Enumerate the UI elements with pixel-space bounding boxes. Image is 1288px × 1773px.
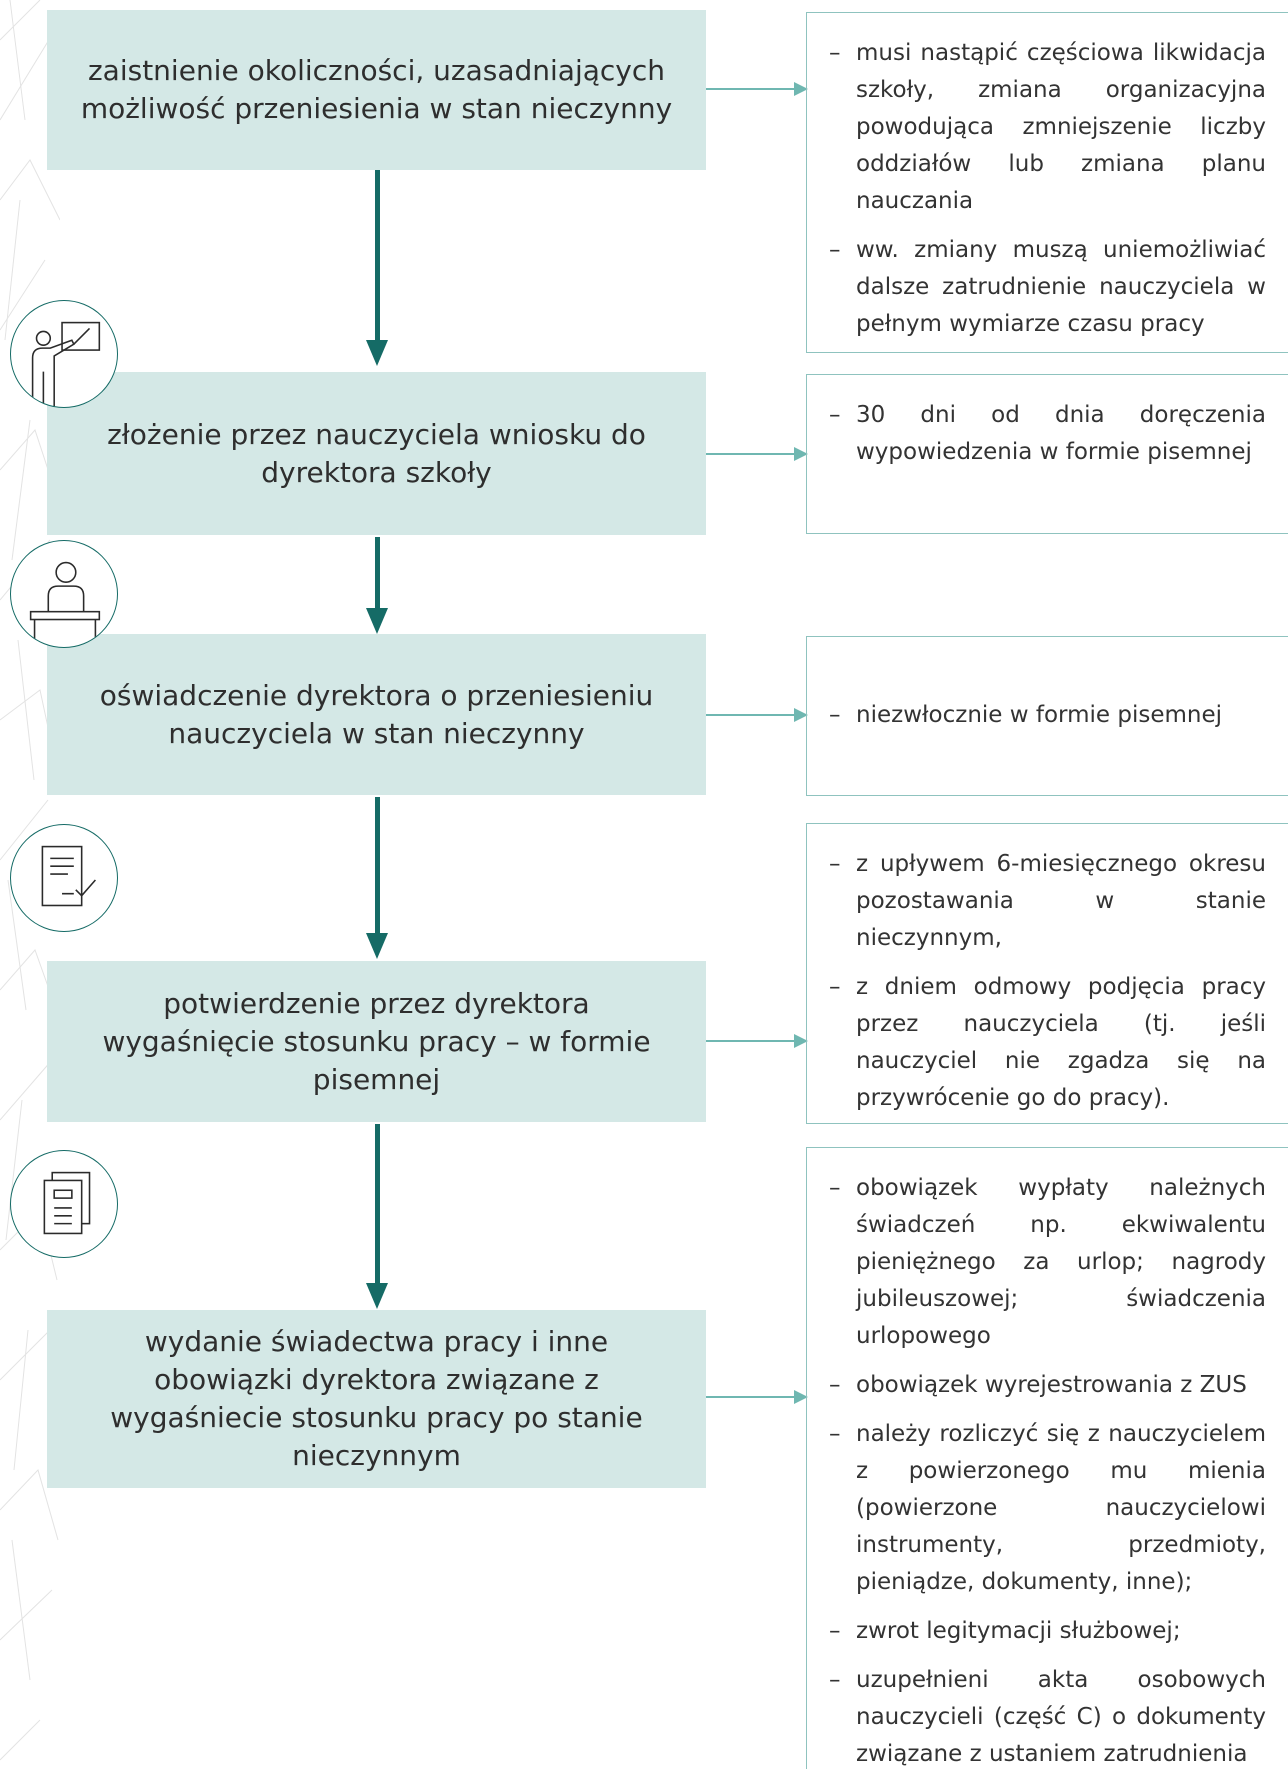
step-2-text: złożenie przez nauczyciela wniosku do dy… bbox=[107, 417, 646, 489]
note-2-item-1: 30 dni od dnia doręczenia wypowiedzenia … bbox=[829, 397, 1266, 471]
note-4-item-1: z upływem 6-miesięcznego okresu pozostaw… bbox=[829, 846, 1266, 957]
step-4-text: potwierdzenie przez dyrektora wygaśnięci… bbox=[102, 986, 651, 1096]
connector-4-head bbox=[794, 1034, 808, 1048]
note-5-item-1: obowiązek wypłaty należnych świadczeń np… bbox=[829, 1170, 1266, 1355]
connector-3 bbox=[706, 714, 796, 716]
note-5-item-3: należy rozliczyć się z nauczycielem z po… bbox=[829, 1416, 1266, 1601]
connector-1 bbox=[706, 88, 796, 90]
connector-4 bbox=[706, 1040, 796, 1042]
step-box-1: zaistnienie okoliczności, uzasadniającyc… bbox=[47, 10, 706, 170]
note-box-5: obowiązek wypłaty należnych świadczeń np… bbox=[806, 1147, 1288, 1769]
flow-arrow-2-head bbox=[366, 608, 388, 634]
note-1-item-1: musi nastąpić częściowa likwidacja szkoł… bbox=[829, 35, 1266, 220]
note-5-item-4: zwrot legitymacji służbowej; bbox=[829, 1613, 1266, 1650]
note-5-item-5: uzupełnieni akta osobowych nauczycieli (… bbox=[829, 1662, 1266, 1773]
note-5-item-2: obowiązek wyrejestrowania z ZUS bbox=[829, 1367, 1266, 1404]
connector-2 bbox=[706, 453, 796, 455]
step-5-text: wydanie świadectwa pracy i inne obowiązk… bbox=[110, 1325, 643, 1472]
note-2-list: 30 dni od dnia doręczenia wypowiedzenia … bbox=[829, 397, 1266, 471]
documents-folder-icon bbox=[10, 1150, 118, 1258]
flow-arrow-1 bbox=[375, 170, 380, 342]
connector-5-head bbox=[794, 1390, 808, 1404]
note-box-4: z upływem 6-miesięcznego okresu pozostaw… bbox=[806, 823, 1288, 1124]
flow-arrow-4-head bbox=[366, 1283, 388, 1309]
note-5-list: obowiązek wypłaty należnych świadczeń np… bbox=[829, 1170, 1266, 1773]
flow-arrow-1-head bbox=[366, 340, 388, 366]
step-box-3: oświadczenie dyrektora o przeniesieniu n… bbox=[47, 634, 706, 795]
step-box-4: potwierdzenie przez dyrektora wygaśnięci… bbox=[47, 961, 706, 1122]
step-box-5: wydanie świadectwa pracy i inne obowiązk… bbox=[47, 1310, 706, 1488]
note-4-list: z upływem 6-miesięcznego okresu pozostaw… bbox=[829, 846, 1266, 1117]
note-4-item-2: z dniem odmowy podjęcia pracy przez nauc… bbox=[829, 969, 1266, 1117]
note-box-3: niezwłocznie w formie pisemnej bbox=[806, 636, 1288, 796]
step-3-text: oświadczenie dyrektora o przeniesieniu n… bbox=[99, 678, 654, 750]
note-box-1: musi nastąpić częściowa likwidacja szkoł… bbox=[806, 12, 1288, 353]
connector-1-head bbox=[794, 82, 808, 96]
step-1-text: zaistnienie okoliczności, uzasadniającyc… bbox=[80, 54, 673, 125]
flow-arrow-4 bbox=[375, 1124, 380, 1285]
signed-document-icon bbox=[10, 824, 118, 932]
note-3-list: niezwłocznie w formie pisemnej bbox=[829, 697, 1266, 734]
step-box-2: złożenie przez nauczyciela wniosku do dy… bbox=[47, 372, 706, 535]
connector-5 bbox=[706, 1396, 796, 1398]
note-1-item-2: ww. zmiany muszą uniemożliwiać dalsze za… bbox=[829, 232, 1266, 343]
connector-3-head bbox=[794, 708, 808, 722]
flow-arrow-2 bbox=[375, 537, 380, 610]
note-box-2: 30 dni od dnia doręczenia wypowiedzenia … bbox=[806, 374, 1288, 534]
teacher-board-icon bbox=[10, 300, 118, 408]
flow-arrow-3 bbox=[375, 797, 380, 935]
note-1-list: musi nastąpić częściowa likwidacja szkoł… bbox=[829, 35, 1266, 343]
person-at-desk-icon bbox=[10, 540, 118, 648]
note-3-item-1: niezwłocznie w formie pisemnej bbox=[829, 697, 1266, 734]
flow-arrow-3-head bbox=[366, 933, 388, 959]
connector-2-head bbox=[794, 447, 808, 461]
